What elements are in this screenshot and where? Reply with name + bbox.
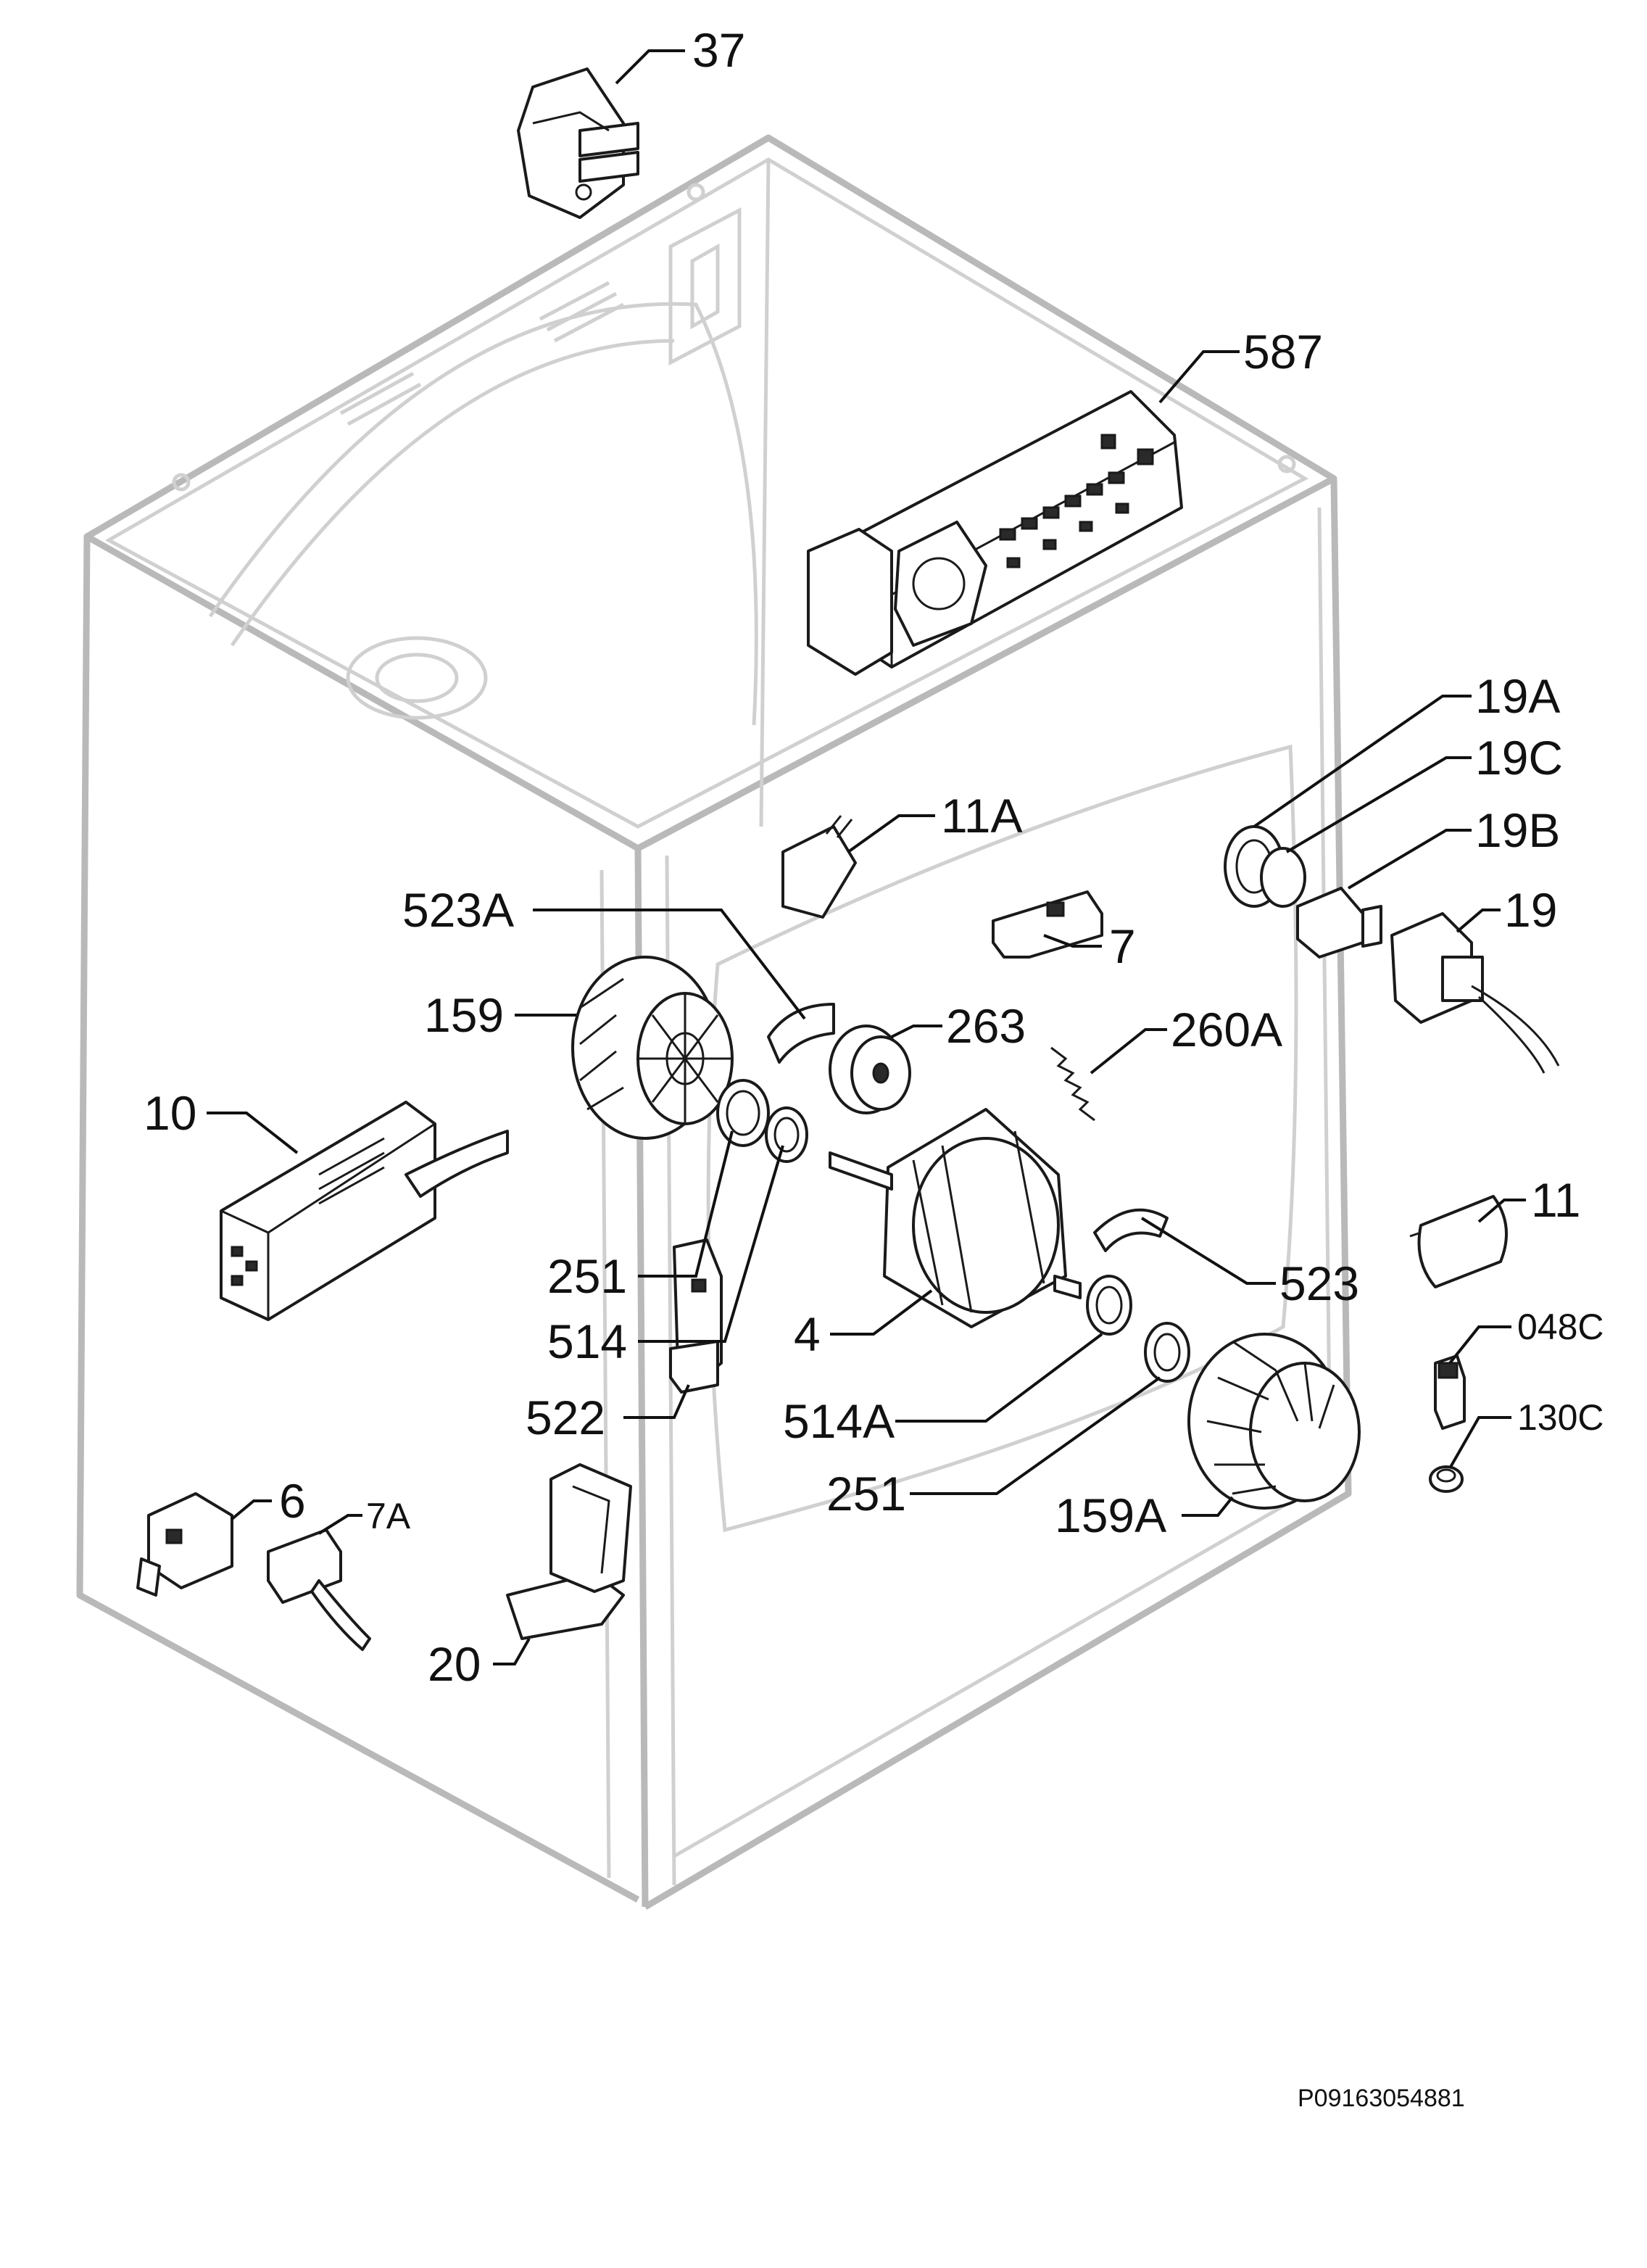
cabinet-outline xyxy=(76,134,1352,1910)
callout-37: 37 xyxy=(692,23,745,77)
callout-523: 523 xyxy=(1279,1257,1359,1310)
part-7a-microswitch xyxy=(267,1528,371,1651)
callout-labels: 37 587 19A 19C 19B 19 11A 7 523A 159 263… xyxy=(144,23,1604,1691)
part-523-bearing-bracket xyxy=(1093,1208,1169,1252)
part-048c-sensor xyxy=(1434,1354,1466,1430)
callout-7: 7 xyxy=(1109,919,1136,973)
part-20-latch xyxy=(506,1463,632,1640)
part-523a-bearing-bracket xyxy=(767,1003,835,1064)
callout-048c: 048C xyxy=(1517,1307,1604,1347)
callout-4: 4 xyxy=(794,1307,821,1361)
callout-7a: 7A xyxy=(366,1496,411,1536)
callout-523a: 523A xyxy=(402,883,514,937)
part-514a-ring-lower xyxy=(1086,1275,1132,1336)
callout-263: 263 xyxy=(946,999,1026,1053)
part-4-motor xyxy=(829,1108,1082,1328)
callout-20: 20 xyxy=(428,1637,481,1691)
part-7-switch xyxy=(992,890,1103,959)
part-19-lamp-holder xyxy=(1390,912,1560,1074)
part-10-heater-element xyxy=(220,1101,509,1321)
callout-6: 6 xyxy=(279,1474,306,1528)
part-19b-lamp-bulb xyxy=(1296,887,1382,959)
callout-522: 522 xyxy=(526,1391,605,1444)
part-522-tensioner xyxy=(669,1238,723,1394)
callout-159: 159 xyxy=(424,988,504,1042)
part-587-control-board xyxy=(807,390,1183,676)
callout-19: 19 xyxy=(1504,883,1557,937)
part-11a-component xyxy=(781,815,857,919)
callout-11a: 11A xyxy=(941,789,1023,843)
part-514-ring-upper xyxy=(765,1106,808,1163)
callout-587: 587 xyxy=(1243,325,1323,378)
callout-514: 514 xyxy=(547,1315,627,1368)
callout-159a: 159A xyxy=(1055,1489,1166,1542)
callout-10: 10 xyxy=(144,1086,196,1140)
part-11-capacitor xyxy=(1409,1195,1508,1288)
callout-11: 11 xyxy=(1531,1173,1581,1227)
part-19c-seal-ring xyxy=(1260,847,1306,908)
document-id: P09163054881 xyxy=(1298,2085,1465,2112)
part-159a-fan-wheel xyxy=(1187,1333,1361,1510)
part-130c-plug xyxy=(1429,1465,1464,1493)
part-251-bearing-lower xyxy=(1144,1322,1190,1383)
part-159-drum-wheel xyxy=(571,956,734,1140)
callout-19a: 19A xyxy=(1475,669,1560,723)
callout-130c: 130C xyxy=(1517,1397,1604,1438)
part-263-pulley xyxy=(829,1025,911,1114)
callout-19b: 19B xyxy=(1475,803,1560,857)
callout-514a: 514A xyxy=(783,1394,895,1448)
callout-19c: 19C xyxy=(1475,731,1563,785)
callout-260a: 260A xyxy=(1171,1003,1282,1056)
callout-251-upper: 251 xyxy=(547,1249,627,1303)
part-37-door-switch xyxy=(517,67,639,219)
leader-lines xyxy=(207,49,1526,1665)
part-260a-spring xyxy=(1050,1046,1095,1122)
part-6-valve xyxy=(136,1492,233,1597)
callout-251-lower: 251 xyxy=(826,1467,906,1520)
part-251-bearing-upper xyxy=(716,1079,770,1147)
